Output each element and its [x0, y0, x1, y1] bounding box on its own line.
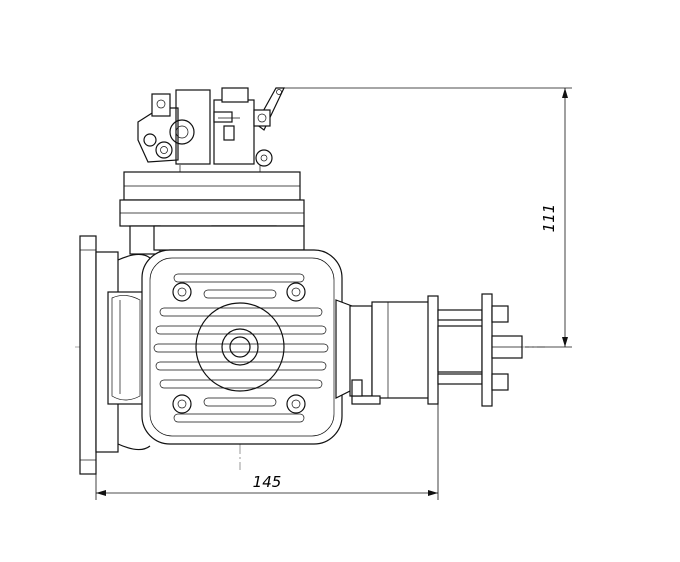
- width-dimension: 145: [95, 404, 439, 500]
- height-dimension: 111: [283, 87, 572, 348]
- width-dimension-label: 145: [253, 473, 282, 491]
- crankcase: [335, 299, 431, 405]
- propeller-hub: [427, 293, 523, 407]
- height-dimension-label: 111: [540, 204, 558, 233]
- cylinder-head: [141, 249, 343, 445]
- carburetor-assembly: [119, 87, 305, 255]
- mounting-flange: [79, 235, 151, 475]
